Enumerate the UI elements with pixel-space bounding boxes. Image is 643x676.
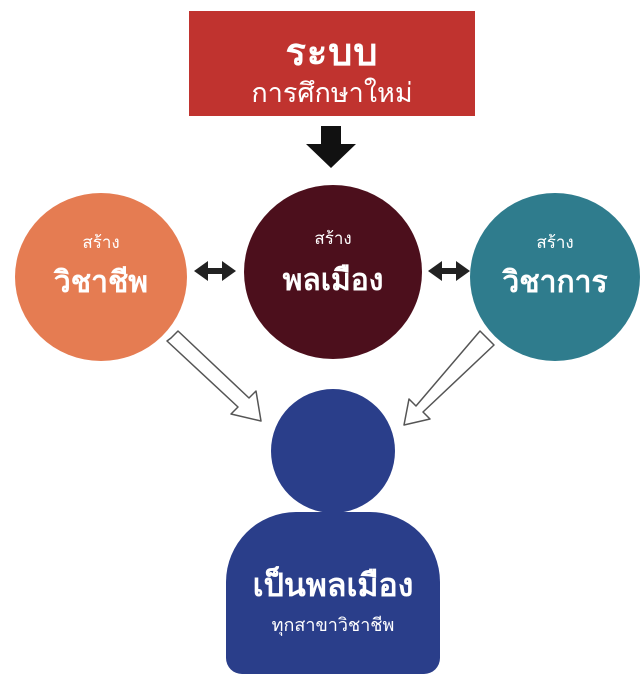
circle-profession-label: วิชาชีพ xyxy=(53,265,149,300)
circle-citizen-prefix: สร้าง xyxy=(314,229,352,249)
circle-profession-prefix: สร้าง xyxy=(82,233,120,253)
person-body: เป็นพลเมือง ทุกสาขาวิชาชีพ xyxy=(226,512,440,674)
double-arrow-icon xyxy=(194,261,236,281)
hollow-arrow-icon xyxy=(166,330,262,422)
person-head xyxy=(271,389,395,513)
circle-citizen-label: พลเมือง xyxy=(282,263,384,298)
double-arrow-icon xyxy=(428,261,470,281)
circle-profession: สร้าง วิชาชีพ xyxy=(15,193,187,361)
person-subtitle: ทุกสาขาวิชาชีพ xyxy=(271,615,395,636)
person-title: เป็นพลเมือง xyxy=(252,566,414,604)
down-arrow-icon xyxy=(306,126,356,168)
circle-citizen: สร้าง พลเมือง xyxy=(244,185,422,359)
circle-academic: สร้าง วิชาการ xyxy=(470,193,640,361)
banner-subtitle: การศึกษาใหม่ xyxy=(251,78,413,109)
hollow-arrow-icon xyxy=(403,330,495,426)
title-banner: ระบบ การศึกษาใหม่ xyxy=(189,11,475,116)
banner-title: ระบบ xyxy=(285,30,379,74)
circle-academic-prefix: สร้าง xyxy=(536,233,574,253)
circle-academic-label: วิชาการ xyxy=(502,265,608,300)
